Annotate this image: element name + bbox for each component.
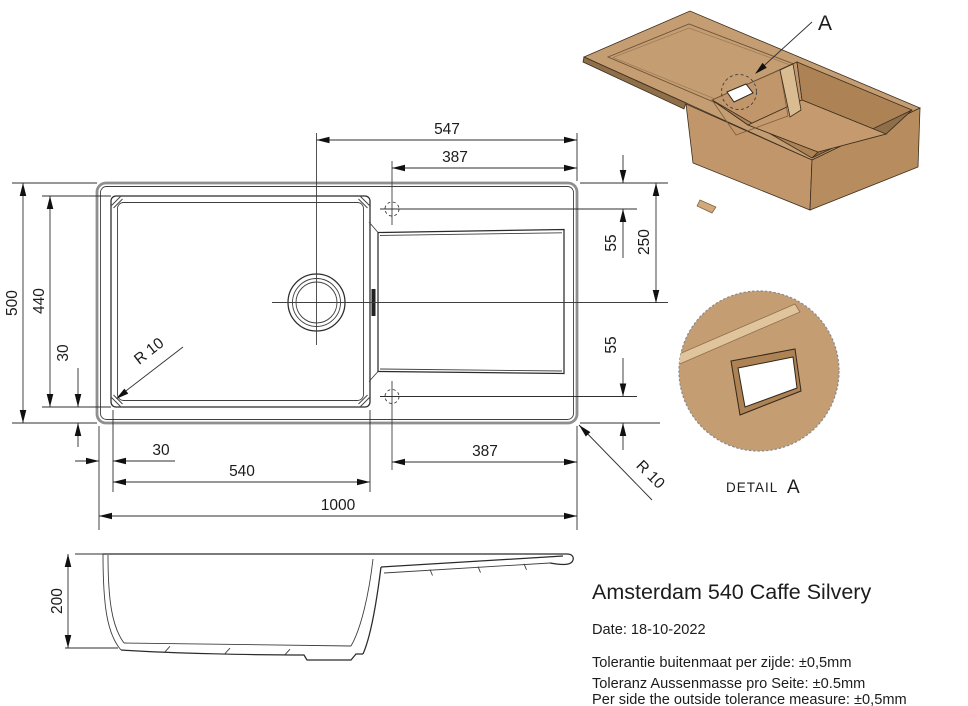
render-ledge: [711, 69, 789, 136]
render-rim-edge: [582, 56, 687, 110]
side-left-wall-inner: [107, 554, 125, 644]
side-left-wall-outer: [102, 553, 122, 651]
dimension-1000: 1000: [99, 497, 577, 520]
dim-r10-corner-label: R 10: [633, 457, 668, 492]
top-view: [95, 133, 668, 470]
dim-55-bottom-label: 55: [603, 336, 620, 353]
dimension-55-top: 55: [603, 155, 627, 258]
dimensions: 547 387 500 440 30 55: [4, 121, 668, 649]
drainboard-outline: [377, 228, 565, 375]
render-divider-ridge: [779, 63, 802, 118]
dim-30-left-label: 30: [55, 344, 72, 362]
detail-edge-highlight: [679, 303, 801, 367]
sink-inner-outline: [100, 186, 574, 420]
side-bottom-inner: [123, 642, 352, 647]
render-cavity-floor: [746, 99, 888, 153]
dimension-55-bottom: 55: [603, 336, 627, 450]
tolerance-line-nl: Tolerantie buitenmaat per zijde: ±0,5mm: [592, 655, 851, 671]
dim-1000-label: 1000: [321, 497, 356, 514]
dim-387-top-label: 387: [442, 149, 468, 166]
render-3d: A: [582, 10, 921, 214]
dim-200-label: 200: [49, 588, 66, 614]
date-label: Date: 18-10-2022: [592, 622, 706, 638]
dimension-387-bottom: 387: [392, 443, 577, 466]
dimension-547: 547: [316, 121, 577, 144]
side-drainboard-underside: [383, 562, 551, 574]
bowl-inner-outline: [117, 202, 364, 401]
side-drainboard-surface: [380, 555, 564, 568]
render-foot: [696, 199, 717, 214]
dimension-500: 500: [4, 183, 27, 423]
detail-overflow-hole: [737, 356, 798, 408]
title-block: Amsterdam 540 Caffe Silvery Date: 18-10-…: [592, 580, 907, 706]
dim-55-top-label: 55: [603, 234, 620, 251]
side-section-ticks: [164, 563, 527, 656]
dimension-30-bottom: 30: [75, 442, 175, 465]
tolerance-line-de: Toleranz Aussenmasse pro Seite: ±0.5mm: [592, 676, 865, 692]
dim-387-bottom-label: 387: [472, 443, 498, 460]
bowl-outline: [110, 195, 371, 408]
overflow-hole-3d: [726, 83, 754, 103]
side-bottom-outer: [120, 649, 363, 661]
detail-view: DETAIL A: [678, 290, 840, 498]
bowl-corner-chamfers: [111, 196, 370, 407]
dim-440-label: 440: [31, 288, 48, 314]
detail-a-marker-circle: [721, 74, 757, 110]
dimension-30-left: 30: [55, 344, 82, 447]
dimension-200: 200: [49, 554, 72, 648]
dim-30-bottom-label: 30: [152, 442, 170, 459]
side-view: [102, 553, 574, 661]
product-title: Amsterdam 540 Caffe Silvery: [592, 580, 871, 604]
dimension-250: 250: [636, 183, 660, 303]
dimension-387-top: 387: [392, 149, 577, 172]
side-right-lip: [549, 553, 574, 566]
dimension-r10-corner: R 10: [578, 424, 668, 501]
tolerance-line-en: Per side the outside tolerance measure: …: [592, 692, 907, 706]
dimension-r10-bowl: R 10: [116, 334, 184, 399]
extension-lines: [12, 133, 668, 649]
leader-a-arrowhead: [755, 62, 767, 74]
dim-250-label: 250: [636, 229, 653, 255]
dim-540-label: 540: [229, 463, 255, 480]
detail-caption: DETAIL: [726, 480, 778, 495]
dim-547-label: 547: [434, 121, 460, 138]
dim-500-label: 500: [4, 290, 21, 316]
drainboard-corner-wedges: [368, 221, 379, 382]
side-right-wall-outer: [362, 566, 382, 655]
drainboard-inner-lines: [379, 232, 563, 372]
dimension-440: 440: [31, 196, 54, 407]
side-right-wall-inner: [350, 558, 374, 647]
leader-a: [756, 21, 813, 73]
callout-a-label: A: [818, 12, 832, 35]
detail-caption-letter: A: [787, 477, 800, 498]
dimension-540: 540: [113, 463, 370, 486]
sink-outline: [95, 181, 579, 425]
